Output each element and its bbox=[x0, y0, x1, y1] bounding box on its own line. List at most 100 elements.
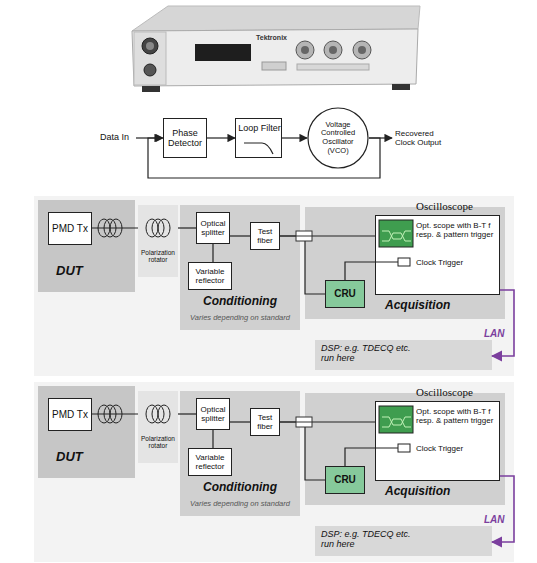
node-text: Optical splitter bbox=[197, 405, 229, 423]
node-text: Optical splitter bbox=[197, 219, 229, 237]
node-text: Loop Filter bbox=[236, 123, 283, 133]
waveform-symbol bbox=[382, 233, 411, 241]
instrument-foot bbox=[392, 84, 410, 90]
loop-filter-box: Loop Filter bbox=[235, 118, 282, 158]
connector-label: LAN bbox=[484, 328, 505, 340]
node-text: Opt. scope with B-T f resp. & pattern tr… bbox=[416, 221, 498, 239]
node-text: Oscilloscope bbox=[416, 200, 473, 213]
fiber-coil bbox=[98, 219, 122, 237]
variable-reflector-box: Variable reflector bbox=[188, 262, 232, 290]
connector bbox=[212, 244, 213, 262]
polarization-rotator-band: Polarization rotator bbox=[138, 391, 178, 463]
node-text: Conditioning bbox=[180, 295, 300, 309]
node-text: Acquisition bbox=[385, 485, 450, 499]
instrument-display bbox=[195, 44, 251, 61]
node-text: DSP: e.g. TDECQ etc. run here bbox=[321, 529, 413, 550]
coupler-line bbox=[296, 236, 312, 237]
setup-symbols bbox=[98, 405, 413, 452]
conditioning-panel: ConditioningVaries depending on standard… bbox=[180, 391, 300, 516]
variable-reflector-box: Variable reflector bbox=[188, 448, 232, 476]
node-text: Varies depending on standard bbox=[177, 500, 303, 509]
output-arrow bbox=[369, 137, 392, 138]
connector bbox=[230, 235, 250, 236]
node-text: Clock Trigger bbox=[416, 258, 486, 267]
connector-label: LAN bbox=[484, 514, 505, 526]
instrument-front bbox=[132, 29, 418, 86]
connector bbox=[92, 227, 138, 228]
node-text: Polarization rotator bbox=[138, 249, 178, 264]
instrument-top bbox=[132, 6, 420, 31]
node-text: DSP: e.g. TDECQ etc. run here bbox=[321, 343, 413, 364]
pmd-tx-box: PMD Tx bbox=[48, 212, 92, 245]
connector bbox=[212, 430, 213, 448]
node-text: DUT bbox=[56, 264, 83, 279]
connector bbox=[230, 421, 250, 422]
node-text: Oscilloscope bbox=[416, 386, 473, 399]
connector-symbol bbox=[358, 46, 366, 54]
connector bbox=[178, 413, 196, 414]
connector-symbol bbox=[146, 42, 154, 50]
lowpass-symbol bbox=[244, 143, 273, 154]
input-arrow bbox=[136, 137, 162, 138]
circle-shape bbox=[308, 108, 368, 168]
trigger-wire bbox=[375, 262, 398, 263]
connector bbox=[148, 138, 380, 178]
setup-symbols bbox=[98, 219, 413, 266]
connector bbox=[92, 413, 138, 414]
node-text: Test fiber bbox=[251, 413, 279, 431]
text-label: Recovered Clock Output bbox=[395, 129, 451, 147]
node-text: Test fiber bbox=[251, 227, 279, 245]
node-text: CRU bbox=[334, 288, 356, 300]
waveform-symbol bbox=[382, 231, 411, 239]
node-text: DUT bbox=[56, 450, 83, 465]
connector-symbol bbox=[329, 46, 337, 54]
node-text: Varies depending on standard bbox=[177, 314, 303, 323]
vco-circle: Voltage Controlled Oscillator (VCO) bbox=[307, 107, 369, 169]
node-text: CRU bbox=[334, 474, 356, 486]
node-text: PMD Tx bbox=[52, 409, 88, 421]
text-label: Data In bbox=[100, 132, 129, 142]
connector bbox=[280, 422, 325, 480]
node-text: Voltage Controlled Oscillator (VCO) bbox=[315, 121, 361, 156]
connector bbox=[345, 262, 375, 280]
polarization-rotator-band: Polarization rotator bbox=[138, 205, 178, 277]
node-text: Polarization rotator bbox=[138, 435, 178, 450]
connector-symbol bbox=[144, 64, 156, 76]
node-text: Opt. scope with B-T f resp. & pattern tr… bbox=[416, 407, 498, 425]
setup-backdrop bbox=[34, 196, 514, 376]
setup-backdrop bbox=[34, 382, 514, 562]
optical-splitter-box: Optical splitter bbox=[196, 398, 230, 430]
dut-panel: DUT PMD Tx bbox=[38, 386, 135, 478]
connector bbox=[492, 476, 514, 542]
instrument-label-strip bbox=[297, 64, 369, 70]
connector-symbol bbox=[353, 41, 371, 59]
trigger-port bbox=[398, 258, 410, 266]
test-fiber-box: Test fiber bbox=[250, 222, 280, 250]
coil-loop bbox=[158, 219, 170, 237]
node-text: Acquisition bbox=[385, 299, 450, 313]
node-text: Variable reflector bbox=[189, 267, 231, 285]
scope-screen bbox=[379, 220, 413, 247]
node-text: Phase Detector bbox=[164, 128, 206, 149]
text-label: Tektronix bbox=[256, 34, 287, 42]
node-text: Variable reflector bbox=[189, 453, 231, 471]
dsp-panel: DSP: e.g. TDECQ etc. run here bbox=[315, 526, 492, 556]
dut-panel: DUT PMD Tx bbox=[38, 200, 135, 292]
coil-loop bbox=[110, 219, 122, 237]
connector bbox=[207, 137, 235, 138]
instrument-foot bbox=[142, 86, 160, 92]
node-text: Clock Trigger bbox=[416, 444, 486, 453]
connector-symbol bbox=[301, 46, 309, 54]
optical-splitter-box: Optical splitter bbox=[196, 212, 230, 244]
test-fiber-box: Test fiber bbox=[250, 408, 280, 436]
conditioning-panel: ConditioningVaries depending on standard… bbox=[180, 205, 300, 330]
cru-box: CRU bbox=[325, 280, 365, 308]
connector bbox=[178, 227, 196, 228]
connector bbox=[492, 290, 514, 356]
connector bbox=[345, 448, 375, 466]
cru-box: CRU bbox=[325, 466, 365, 494]
node-text: PMD Tx bbox=[52, 223, 88, 235]
